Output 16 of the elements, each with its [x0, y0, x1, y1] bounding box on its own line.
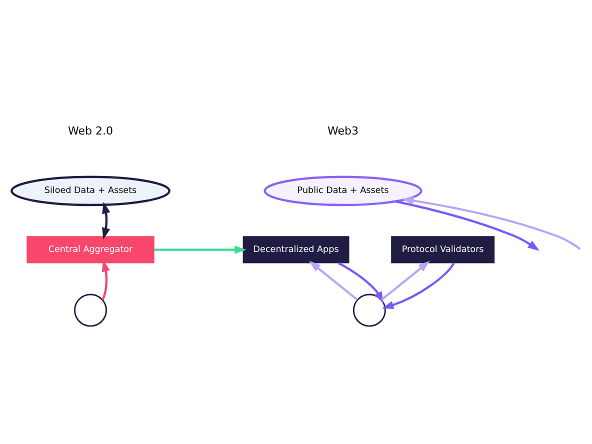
- node-ellipse: Siloed Data + Assets: [10, 175, 170, 206]
- arrow: [382, 262, 455, 308]
- label: Web 2.0: [68, 124, 114, 138]
- label: Web3: [328, 124, 359, 138]
- arrow: [102, 201, 110, 240]
- arrow: [395, 200, 540, 250]
- node-box: Central Aggregator: [26, 236, 154, 263]
- arrow: [402, 196, 581, 250]
- node-person: [352, 293, 386, 326]
- node-box: Protocol Validators: [391, 236, 495, 263]
- arrow: [338, 262, 384, 303]
- node-person: [74, 293, 108, 326]
- arrow: [154, 245, 246, 254]
- arrow: [380, 260, 430, 300]
- arrow: [309, 260, 358, 300]
- node-box: Decentralized Apps: [242, 236, 350, 263]
